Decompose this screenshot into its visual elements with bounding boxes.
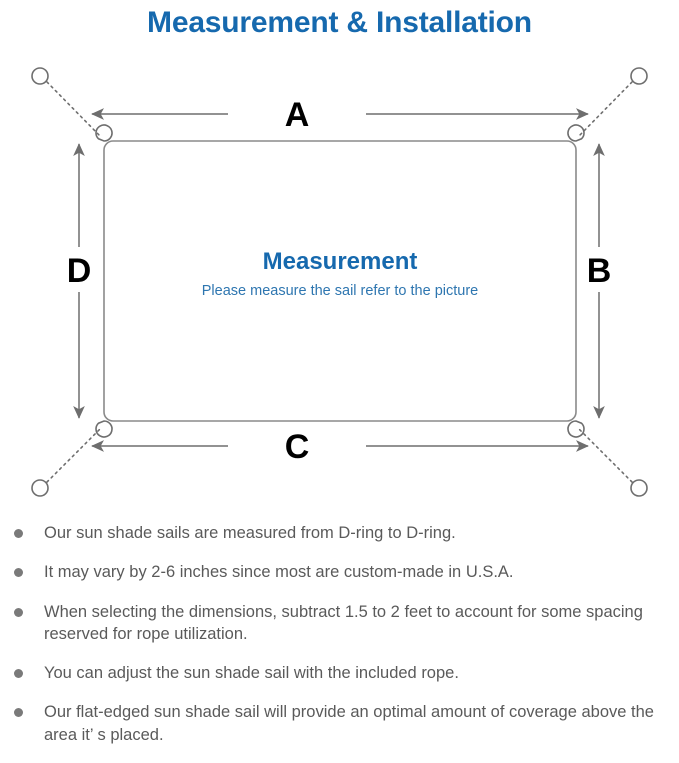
- bullet-icon: [14, 708, 23, 718]
- list-item: When selecting the dimensions, subtract …: [14, 601, 665, 646]
- anchor-bottom-right-icon: [630, 479, 648, 497]
- list-item: It may vary by 2-6 inches since most are…: [14, 561, 665, 583]
- rope-top-left: [46, 81, 102, 138]
- sail-sublabel: Please measure the sail refer to the pic…: [202, 283, 478, 299]
- bullet-icon: [14, 669, 23, 679]
- bullet-icon: [14, 568, 23, 578]
- d-ring-top-left-icon: [95, 124, 113, 142]
- note-text: You can adjust the sun shade sail with t…: [44, 664, 459, 683]
- list-item: Our flat-edged sun shade sail will provi…: [14, 701, 665, 746]
- d-ring-top-right-icon: [567, 124, 585, 142]
- dimension-label-a: A: [285, 96, 310, 134]
- rope-bottom-left: [46, 427, 102, 483]
- bullet-icon: [14, 529, 23, 538]
- note-text: When selecting the dimensions, subtract …: [44, 602, 643, 643]
- rope-bottom-right: [577, 427, 633, 483]
- note-text: Our sun shade sails are measured from D-…: [44, 524, 456, 542]
- dimension-label-c: C: [285, 428, 310, 466]
- anchor-bottom-left-icon: [31, 479, 49, 497]
- d-ring-bottom-right-icon: [567, 420, 585, 438]
- list-item: You can adjust the sun shade sail with t…: [14, 662, 665, 684]
- note-text: It may vary by 2-6 inches since most are…: [44, 563, 514, 582]
- rope-top-right: [577, 81, 633, 138]
- measurement-diagram: A C D B Measurement Please measure the s…: [0, 52, 679, 512]
- anchor-top-right-icon: [630, 67, 648, 85]
- note-text: Our flat-edged sun shade sail will provi…: [44, 703, 654, 744]
- anchor-top-left-icon: [31, 67, 49, 85]
- sail-label: Measurement: [263, 248, 418, 275]
- bullet-icon: [14, 607, 23, 617]
- dimension-label-b: B: [587, 252, 612, 290]
- notes-list: Our sun shade sails are measured from D-…: [0, 522, 679, 763]
- page-title: Measurement & Installation: [147, 6, 532, 39]
- d-ring-bottom-left-icon: [95, 420, 113, 438]
- dimension-label-d: D: [67, 252, 92, 290]
- list-item: Our sun shade sails are measured from D-…: [14, 522, 665, 544]
- sail-body: [103, 140, 577, 422]
